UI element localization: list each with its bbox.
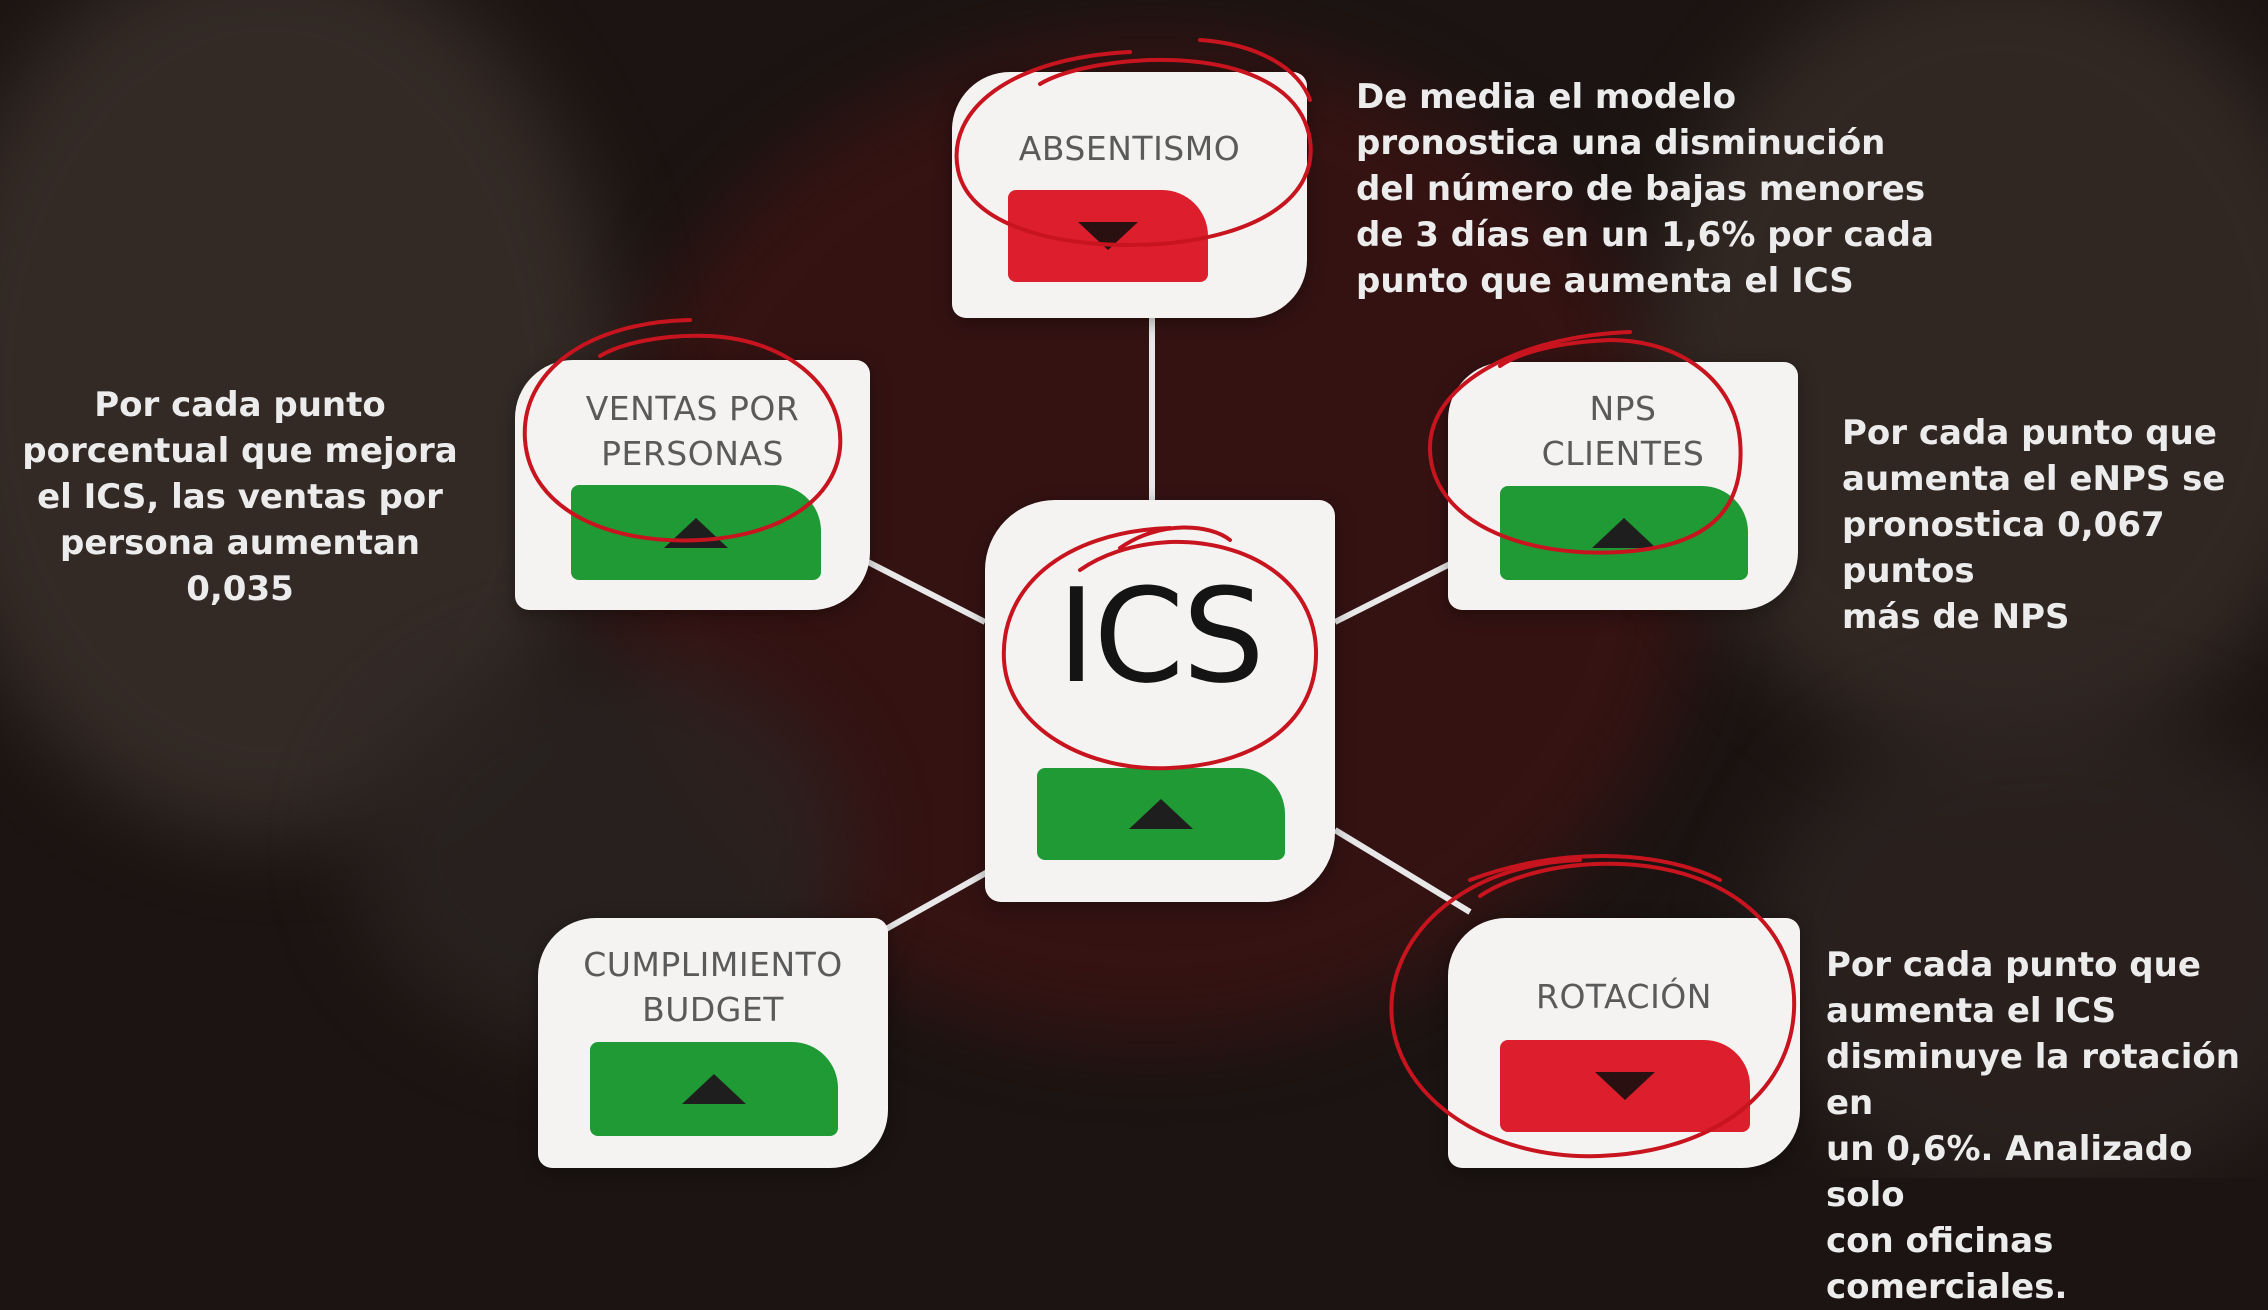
- arrow-up-icon: [1592, 518, 1656, 548]
- arrow-up-icon: [1129, 799, 1193, 829]
- node-absentismo-label: ABSENTISMO: [1018, 129, 1241, 168]
- note-nps: Por cada punto que aumenta el eNPS se pr…: [1842, 413, 2226, 637]
- node-ventas-label: VENTAS POR PERSONAS: [585, 389, 800, 473]
- connector-nps: [1333, 560, 1454, 625]
- node-cumplimiento-budget: CUMPLIMIENTO BUDGET: [538, 918, 888, 1168]
- trend-down-bar: [1008, 190, 1208, 282]
- node-nps-label: NPS CLIENTES: [1541, 389, 1705, 473]
- node-nps-clientes: NPS CLIENTES: [1448, 362, 1798, 610]
- connector-budget: [868, 862, 1002, 941]
- trend-up-bar: [590, 1042, 838, 1136]
- connector-ventas: [866, 559, 987, 625]
- node-ventas-por-personas: VENTAS POR PERSONAS: [515, 360, 870, 610]
- arrow-up-icon: [664, 517, 728, 548]
- node-ics: ICS: [985, 500, 1335, 902]
- connector-rotacion: [1333, 827, 1472, 915]
- note-rotacion: Por cada punto que aumenta el ICS dismin…: [1826, 945, 2240, 1307]
- arrow-up-icon: [682, 1074, 746, 1104]
- node-rotacion: ROTACIÓN: [1448, 918, 1800, 1168]
- trend-down-bar: [1500, 1040, 1750, 1132]
- trend-up-bar: [1037, 768, 1285, 860]
- node-rotacion-label: ROTACIÓN: [1536, 977, 1712, 1016]
- arrow-down-icon: [1595, 1072, 1655, 1100]
- node-budget-label: CUMPLIMIENTO BUDGET: [583, 945, 843, 1029]
- arrow-down-icon: [1078, 222, 1138, 250]
- ics-title: ICS: [1057, 560, 1265, 712]
- trend-up-bar: [571, 485, 821, 580]
- ics-impact-diagram: ABSENTISMO VENTAS POR PERSONAS NPS CLIEN…: [22, 38, 2240, 1307]
- note-ventas: Por cada punto porcentual que mejora el …: [22, 385, 458, 609]
- note-absentismo: De media el modelo pronostica una dismin…: [1356, 77, 1934, 301]
- node-absentismo: ABSENTISMO: [952, 72, 1307, 318]
- trend-up-bar: [1500, 486, 1748, 580]
